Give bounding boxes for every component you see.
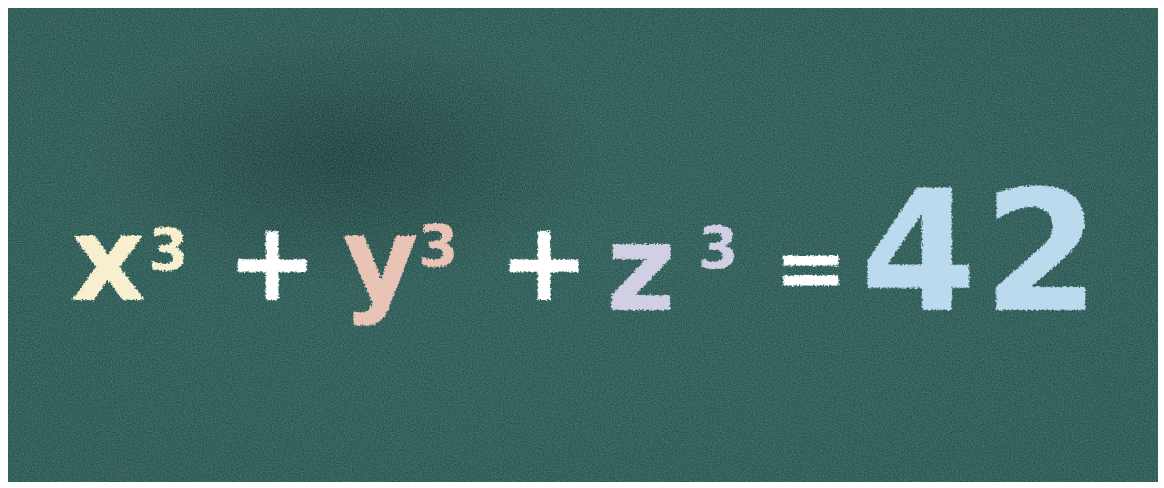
- plus-sign-1: +: [226, 198, 318, 326]
- equation: x 3 + y 3 + z 3 = 42: [70, 154, 1106, 350]
- exponent-y: 3: [418, 212, 458, 280]
- plus-sign-2: +: [498, 198, 590, 326]
- equals-sign: =: [774, 216, 848, 319]
- result-number: 42: [860, 154, 1106, 350]
- exponent-z: 3: [698, 214, 738, 282]
- chalkboard-texture: [8, 8, 1158, 482]
- variable-z: z: [606, 200, 676, 339]
- variable-y: y: [342, 190, 419, 328]
- exponent-x: 3: [148, 216, 188, 284]
- chalkboard: x 3 + y 3 + z 3 = 42: [8, 8, 1158, 482]
- variable-x: x: [70, 190, 146, 328]
